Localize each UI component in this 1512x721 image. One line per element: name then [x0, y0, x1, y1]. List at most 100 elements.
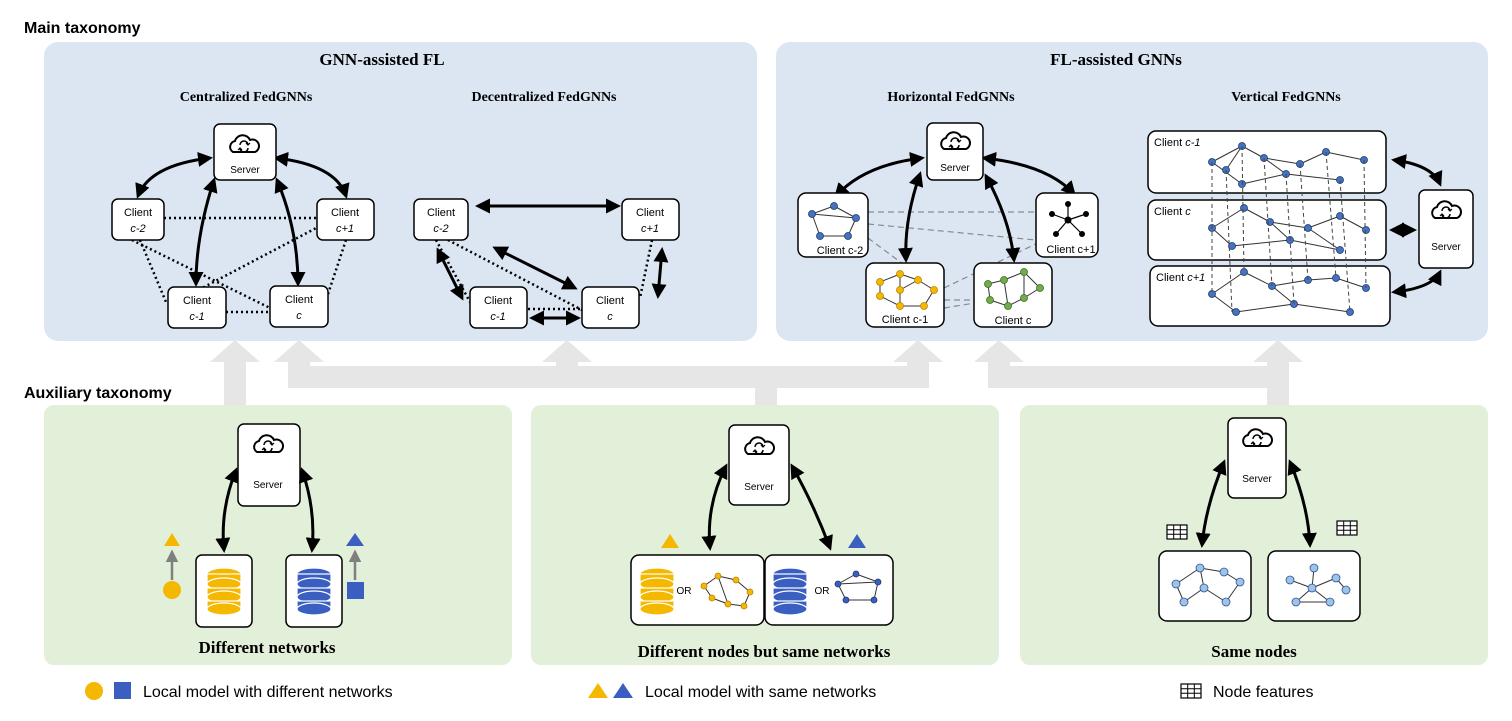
connector-arrow-shaft	[556, 360, 578, 388]
decentralized-fedgnns-title: Decentralized FedGNNs	[471, 90, 617, 105]
client-label: Client	[285, 294, 313, 306]
circle-icon	[163, 581, 181, 599]
aux-client-graph-right	[1267, 550, 1361, 622]
centralized-server: Server	[213, 123, 277, 181]
connector-arrow-head	[542, 340, 592, 362]
client-index: c+1	[336, 223, 354, 235]
gnn-assisted-fl-background	[44, 42, 757, 341]
or-label: OR	[677, 586, 692, 597]
aux-panel-background	[44, 405, 512, 665]
gnn-assisted-fl-title: GNN-assisted FL	[319, 50, 444, 69]
aux-server: Server	[728, 424, 790, 506]
connector-arrow-head	[210, 340, 260, 362]
horizontal-client-c: Client c	[973, 262, 1053, 328]
centralized-client-c: Client c	[269, 285, 329, 328]
connector-arrow-head	[974, 340, 1024, 362]
triangle-icon	[661, 534, 679, 548]
connector-arrow-shaft	[755, 370, 777, 410]
client-index: c	[296, 310, 302, 322]
connector-arrow-head	[274, 340, 324, 362]
vertical-node-alignment-lines	[1211, 145, 1367, 313]
client-index: c+1	[641, 223, 659, 235]
aux-client-blue-database	[285, 554, 343, 628]
legend-node-features: Node features	[1180, 683, 1314, 701]
aux-server: Server	[1227, 417, 1287, 499]
horizontal-server: Server	[926, 122, 984, 181]
server-label: Server	[253, 480, 283, 491]
server-label: Server	[1431, 242, 1461, 253]
client-label: Client	[331, 207, 359, 219]
connector-arrow-shaft	[1267, 360, 1289, 410]
horizontal-client-c+1: Client c+1	[1035, 192, 1099, 258]
client-index: c-1	[189, 311, 204, 323]
aux-server: Server	[237, 423, 301, 507]
connector-arrow-head	[893, 340, 943, 362]
aux-client-yellow-db-or-graph: OR	[630, 554, 765, 626]
vertical-server-arrows	[1389, 154, 1443, 299]
decentralized-client-c-2: Client c-2	[413, 198, 469, 241]
client-index: c	[607, 311, 613, 323]
legend: Local model with different networks Loca…	[85, 682, 1314, 701]
triangle-icon	[164, 533, 180, 546]
node-features-icon	[1166, 524, 1188, 540]
centralized-server-arrows	[135, 151, 350, 287]
horizontal-client-c-2: Client c-2	[797, 192, 869, 258]
connector-arrow-shaft	[224, 360, 246, 410]
aux-panel-different-networks: Server Different networks	[44, 405, 512, 665]
legend-same-networks: Local model with same networks	[588, 683, 876, 701]
client-label: Client	[636, 207, 664, 219]
decentralized-peer-arrows	[436, 198, 669, 326]
client-label: Client c	[1154, 206, 1191, 218]
gnn-assisted-fl-panel: GNN-assisted FL Centralized FedGNNs Dece…	[44, 42, 757, 341]
aux-panel-background	[1020, 405, 1488, 665]
aux-panel-title: Different nodes but same networks	[638, 642, 891, 661]
aux-client-yellow-database	[195, 554, 253, 628]
database-icon	[772, 567, 808, 616]
client-label: Client c-1	[1154, 137, 1200, 149]
server-label: Server	[744, 482, 774, 493]
legend-label: Local model with different networks	[143, 684, 393, 701]
fl-assisted-gnns-panel: FL-assisted GNNs Horizontal FedGNNs Vert…	[776, 42, 1488, 341]
vertical-fedgnns-title: Vertical FedGNNs	[1231, 90, 1341, 105]
client-label: Client c-2	[817, 245, 863, 257]
server-label: Server	[940, 163, 970, 174]
square-icon	[114, 682, 131, 699]
vertical-server: Server	[1418, 189, 1474, 269]
node-features-icon	[1336, 520, 1358, 536]
connector-arrow-shaft	[907, 360, 929, 388]
connector-horizontal-bar	[288, 366, 928, 388]
legend-label: Node features	[1213, 684, 1314, 701]
legend-label: Local model with same networks	[645, 684, 876, 701]
aux-client-graph-left	[1158, 550, 1252, 622]
client-index: c-2	[433, 223, 448, 235]
decentralized-client-c+1: Client c+1	[621, 198, 680, 241]
client-label: Client c	[995, 315, 1032, 327]
taxonomy-connector-arrows	[210, 340, 1303, 410]
database-icon	[296, 567, 332, 616]
client-index: c-2	[130, 223, 145, 235]
database-icon	[206, 567, 242, 616]
aux-server-arrows	[1195, 459, 1317, 548]
aux-panel-different-nodes-same-networks: Server OR OR	[531, 405, 999, 665]
horizontal-client-c-1: Client c-1	[865, 262, 945, 328]
aux-client-blue-db-or-graph: OR	[764, 554, 894, 626]
client-label: Client	[596, 295, 624, 307]
triangle-icon	[588, 683, 608, 698]
aux-panel-same-nodes: Server	[1020, 405, 1488, 665]
aux-yellow-model-indicator	[163, 533, 181, 599]
main-taxonomy-label: Main taxonomy	[24, 20, 141, 37]
aux-panel-title: Same nodes	[1211, 642, 1297, 661]
circle-icon	[85, 682, 103, 700]
aux-panel-title: Different networks	[198, 638, 335, 657]
triangle-icon	[613, 683, 633, 698]
client-label: Client c+1	[1046, 244, 1095, 256]
client-label: Client	[427, 207, 455, 219]
database-icon	[639, 567, 675, 616]
centralized-fedgnns-title: Centralized FedGNNs	[180, 90, 313, 105]
triangle-icon	[848, 534, 866, 548]
server-label: Server	[230, 165, 260, 176]
client-label: Client	[183, 295, 211, 307]
vertical-client-c+1: Client c+1	[1149, 265, 1391, 327]
client-label: Client c-1	[882, 314, 928, 326]
